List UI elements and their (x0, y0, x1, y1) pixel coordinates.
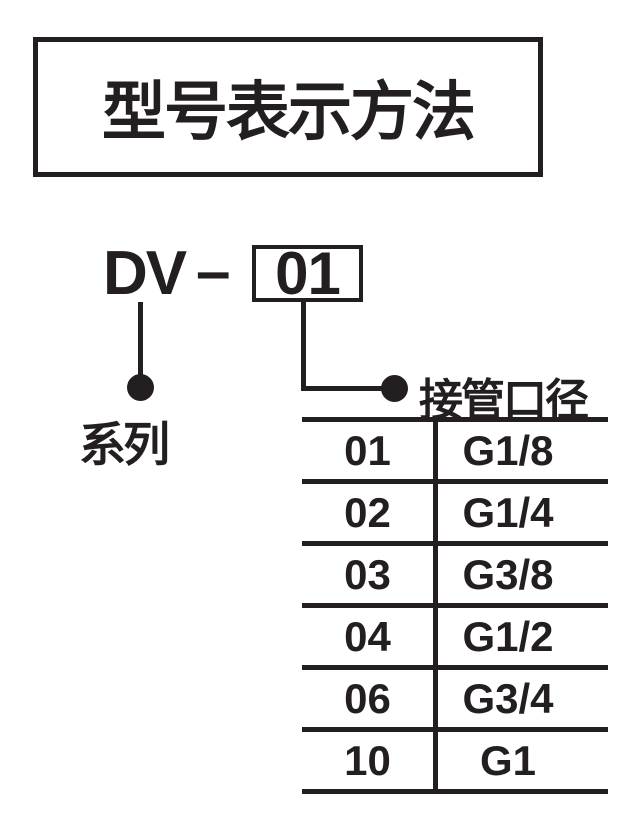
port-bullet-dot (381, 375, 408, 402)
table-row: 10 G1 (302, 732, 608, 789)
port-code-cell: 06 (302, 670, 438, 727)
port-connector-vertical-line (301, 302, 306, 391)
port-code-cell: 04 (302, 608, 438, 665)
port-code-cell: 02 (302, 484, 438, 541)
thread-size-cell: G1/8 (462, 426, 554, 474)
port-code-box: 01 (252, 240, 363, 307)
thread-size-cell: G1/4 (462, 488, 554, 536)
table-row: 04 G1/2 (302, 608, 608, 670)
thread-size-cell: G1/2 (462, 612, 554, 660)
title-box: 型号表示方法 (33, 37, 543, 177)
thread-size-cell: G3/8 (462, 550, 554, 598)
table-row: 03 G3/8 (302, 546, 608, 608)
table-row: 06 G3/4 (302, 670, 608, 732)
port-size-table: 01 G1/8 02 G1/4 03 G3/8 04 G1/2 06 G3/4 10 G1 (302, 417, 608, 794)
series-bullet-dot (127, 374, 154, 401)
port-connector-horizontal-line (301, 386, 395, 391)
table-row: 01 G1/8 (302, 422, 608, 484)
port-code-cell: 03 (302, 546, 438, 603)
thread-size-cell: G3/4 (462, 674, 554, 722)
series-label: 系列 (79, 418, 170, 471)
separator-dash: – (196, 237, 231, 306)
thread-size-cell: G1 (479, 736, 537, 784)
port-size-label: 接管口径 (419, 376, 589, 425)
series-connector-vertical-line (138, 302, 143, 380)
port-code-value: 01 (275, 240, 341, 307)
table-row: 02 G1/4 (302, 484, 608, 546)
series-code-text: DV (103, 239, 187, 308)
port-code-cell: 01 (302, 422, 438, 479)
port-code-cell: 10 (302, 732, 438, 789)
page-title: 型号表示方法 (102, 76, 476, 148)
